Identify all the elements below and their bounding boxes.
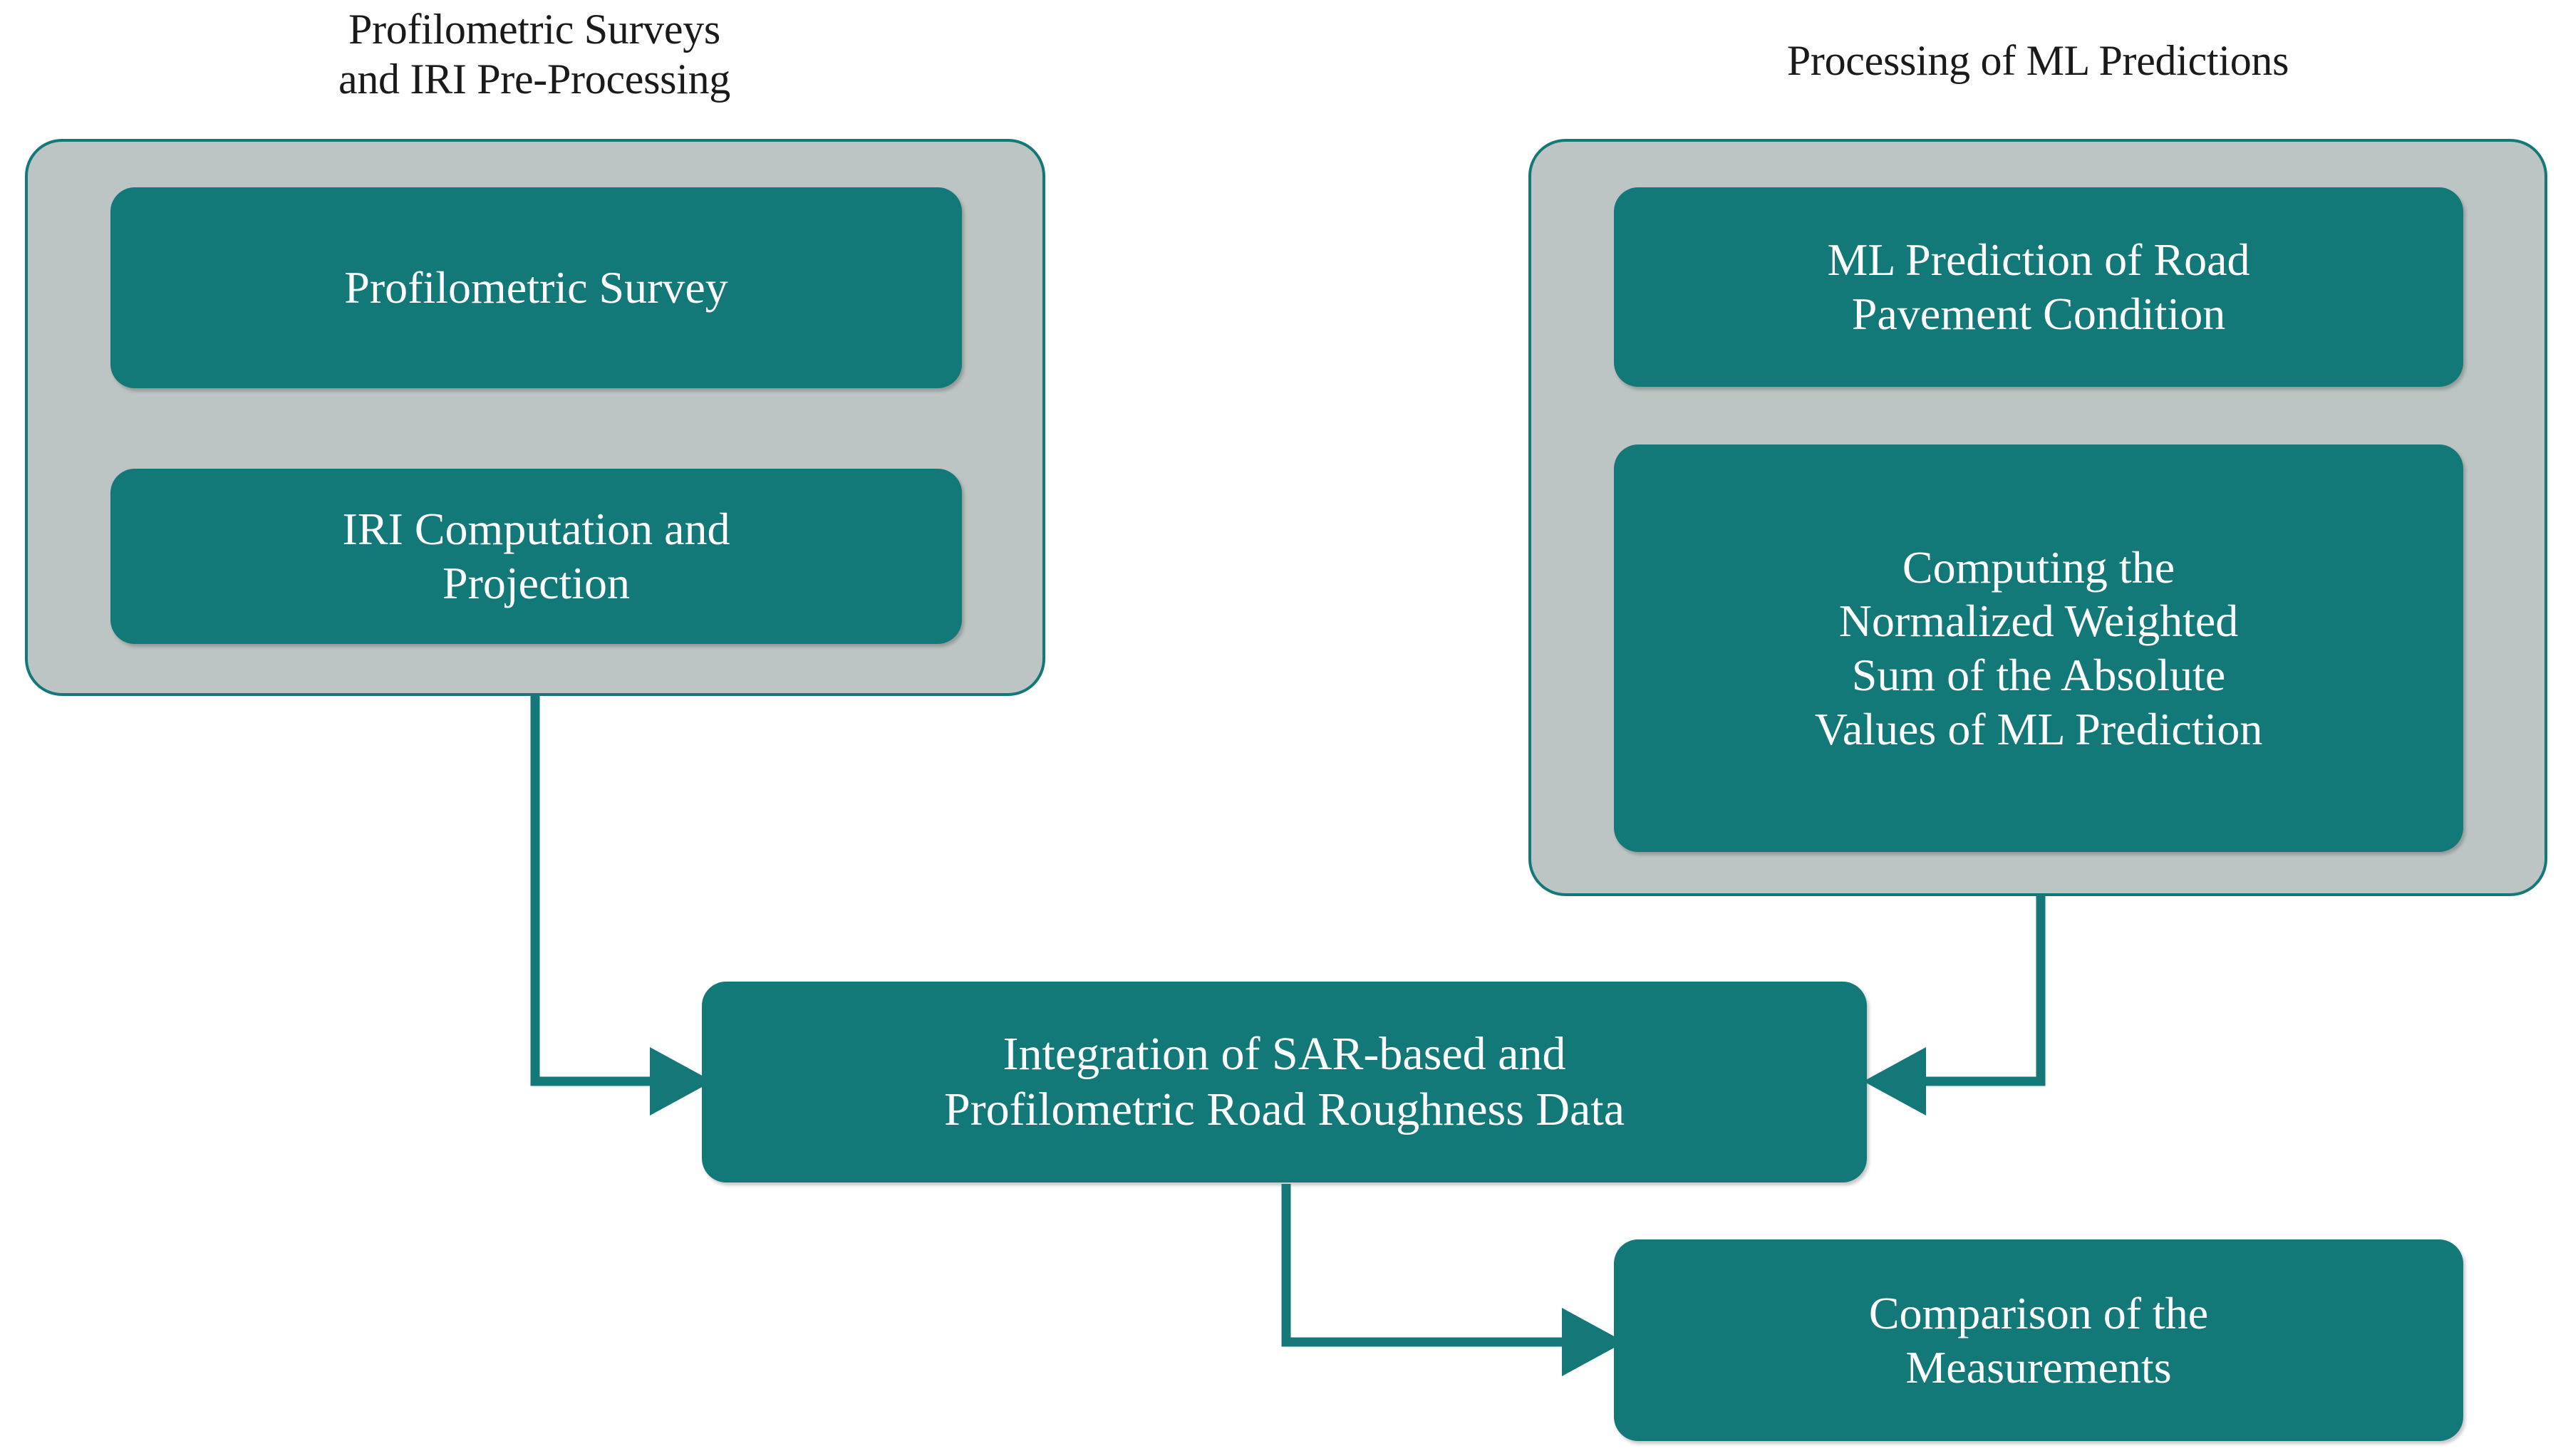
connector-right-group-to-integration (1863, 896, 2046, 1116)
node-ml-prediction-road-pavement-condition[interactable]: ML Prediction of Road Pavement Condition (1614, 187, 2463, 387)
connector-integration-to-comparison (1281, 1184, 1625, 1376)
node-normalized-weighted-sum[interactable]: Computing the Normalized Weighted Sum of… (1614, 444, 2463, 852)
connector-left-group-to-integration (530, 696, 713, 1116)
node-profilometric-survey[interactable]: Profilometric Survey (110, 187, 962, 388)
group-title-ml-predictions: Processing of ML Predictions (1786, 37, 2289, 84)
node-iri-computation[interactable]: IRI Computation and Projection (110, 469, 962, 644)
group-title-profilometric-surveys: Profilometric Surveys and IRI Pre-Proces… (338, 6, 730, 103)
arrowhead-left-icon (1863, 1047, 1926, 1116)
node-comparison-of-measurements[interactable]: Comparison of the Measurements (1614, 1239, 2463, 1441)
node-integration-sar-profilometric[interactable]: Integration of SAR-based and Profilometr… (702, 982, 1867, 1182)
